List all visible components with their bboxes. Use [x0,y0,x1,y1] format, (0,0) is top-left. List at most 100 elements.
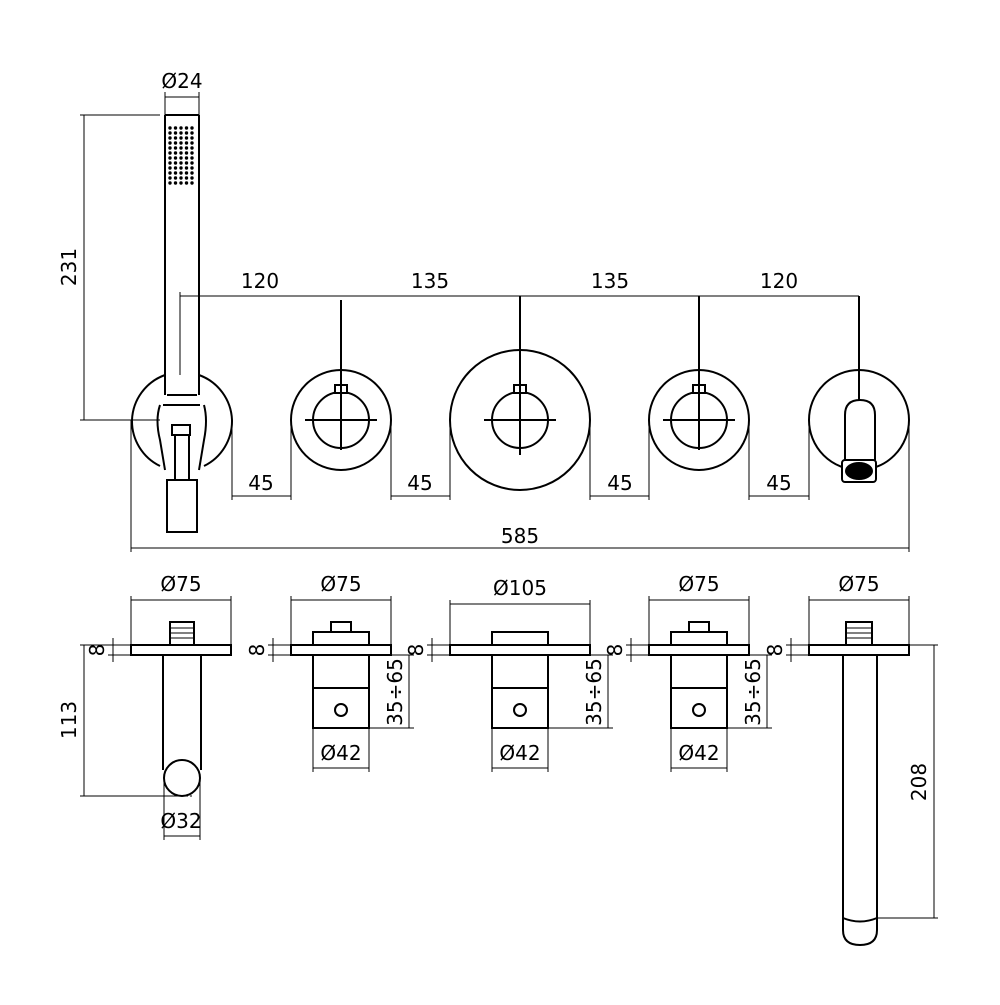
dim-plate-thickness-2: 8 [245,644,269,657]
dim-gap-2: 45 [407,471,432,495]
side-mixer-1 [290,621,392,729]
nozzle-dot [179,161,183,165]
dim-bracket-diameter: Ø32 [160,809,201,833]
nozzle-dot [184,146,189,150]
mixer-plate-2 [648,296,750,471]
nozzle-dot [179,141,183,145]
nozzle-dot [179,176,183,180]
mixer-plate-1 [290,300,392,471]
dim-plate-thickness-5: 8 [763,644,787,657]
nozzle-dot [184,171,189,175]
nozzle-dot [184,156,189,160]
nozzle-dot [173,136,178,140]
nozzle-dot [168,151,172,155]
nozzle-dot [173,151,178,155]
nozzle-dot [190,166,194,170]
nozzle-dot [184,161,189,165]
spray-nozzles [168,126,194,185]
dim-overall-width: 585 [501,524,539,548]
dim-plate-diameter-4: Ø75 [678,572,719,596]
nozzle-dot [190,151,194,155]
nozzle-dot [168,181,172,185]
dim-plate-diameter-1: Ø75 [160,572,201,596]
spout-plate [808,296,910,483]
nozzle-dot [184,131,189,135]
dim-spacing-4: 120 [760,269,798,293]
dim-depth-range-3: 35÷65 [741,658,765,726]
nozzle-dot [173,171,178,175]
nozzle-dot [184,136,189,140]
dim-spacing-1: 120 [241,269,279,293]
front-dimensions: Ø24 231 120 135 135 120 45 45 [57,69,910,552]
nozzle-dot [168,171,172,175]
nozzle-dot [184,166,189,170]
side-dimensions: Ø75 Ø75 Ø105 Ø75 Ø75 8 8 [57,572,938,919]
dim-plate-thickness-3: 8 [404,644,428,657]
nozzle-dot [184,176,189,180]
nozzle-dot [190,171,194,175]
nozzle-dot [190,161,194,165]
side-mixer-2 [648,621,750,729]
nozzle-dot [179,131,183,135]
nozzle-dot [168,131,172,135]
dim-handshower-diameter: Ø24 [161,69,202,93]
nozzle-dot [190,156,194,160]
nozzle-dot [173,176,178,180]
nozzle-dot [173,126,178,130]
nozzle-dot [179,126,183,130]
nozzle-dot [179,151,183,155]
nozzle-dot [168,126,172,130]
nozzle-dot [179,156,183,160]
dim-bracket-depth: 113 [57,701,81,739]
nozzle-dot [184,151,189,155]
dim-plate-thickness-1: 8 [85,644,109,657]
dim-plate-diameter-2: Ø75 [320,572,361,596]
nozzle-dot [190,176,194,180]
dim-body-diameter-3: Ø42 [678,741,719,765]
nozzle-dot [173,156,178,160]
nozzle-dot [179,171,183,175]
nozzle-dot [190,146,194,150]
diverter-plate [449,296,591,491]
dim-spacing-3: 135 [591,269,629,293]
nozzle-dot [190,131,194,135]
nozzle-dot [168,136,172,140]
dim-depth-range-1: 35÷65 [383,658,407,726]
bracket-plate [130,374,234,533]
dim-handshower-height: 231 [57,248,81,286]
nozzle-dot [184,126,189,130]
dim-body-diameter-2: Ø42 [499,741,540,765]
dim-plate-diameter-3: Ø105 [493,576,547,600]
dim-gap-1: 45 [248,471,273,495]
nozzle-dot [190,181,194,185]
side-views: Ø75 Ø75 Ø105 Ø75 Ø75 8 8 [57,572,938,947]
nozzle-dot [173,181,178,185]
side-spout [808,621,910,947]
dim-gap-4: 45 [766,471,791,495]
hand-shower [164,114,200,395]
dim-body-diameter-1: Ø42 [320,741,361,765]
dim-depth-range-2: 35÷65 [582,658,606,726]
nozzle-dot [168,176,172,180]
nozzle-dot [168,161,172,165]
dim-spout-length: 208 [907,763,931,801]
nozzle-dot [179,166,183,170]
nozzle-dot [184,141,189,145]
dim-spacing-2: 135 [411,269,449,293]
nozzle-dot [190,141,194,145]
nozzle-dot [179,181,183,185]
nozzle-dot [168,141,172,145]
dim-plate-diameter-5: Ø75 [838,572,879,596]
nozzle-dot [179,136,183,140]
nozzle-dot [190,126,194,130]
nozzle-dot [168,146,172,150]
nozzle-dot [184,181,189,185]
side-diverter [449,631,591,729]
nozzle-dot [179,146,183,150]
nozzle-dot [168,156,172,160]
nozzle-dot [173,146,178,150]
dim-gap-3: 45 [607,471,632,495]
nozzle-dot [173,141,178,145]
dim-plate-thickness-4: 8 [603,644,627,657]
